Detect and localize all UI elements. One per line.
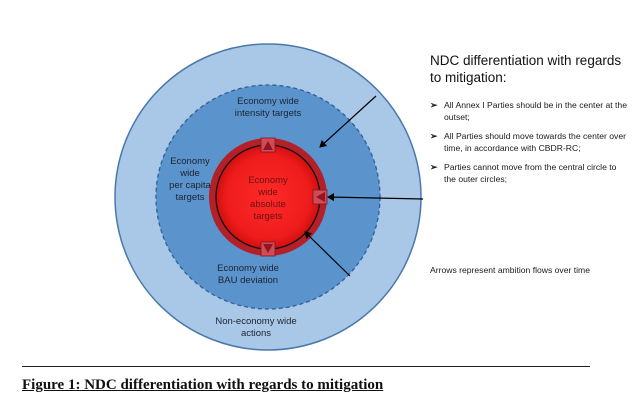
panel-bullet-list: ➢ All Annex I Parties should be in the c…	[430, 100, 630, 185]
panel-title: NDC differentiation with regards to miti…	[430, 53, 622, 85]
pointer-arrow-middle	[327, 193, 424, 202]
bullet-text: All Annex I Parties should be in the cen…	[444, 100, 627, 122]
bullet-text: Parties cannot move from the central cir…	[444, 162, 617, 184]
arrow-bullet-icon: ➢	[430, 131, 438, 141]
pointer-arrow-lower	[304, 231, 351, 277]
list-item: ➢ All Parties should move towards the ce…	[430, 131, 630, 154]
ambition-marker-bottom	[260, 241, 276, 257]
pointer-arrow-upper	[319, 95, 377, 148]
list-item: ➢ Parties cannot move from the central c…	[430, 162, 630, 185]
ambition-marker-right	[312, 189, 328, 205]
bullet-text: All Parties should move towards the cent…	[444, 131, 626, 153]
figure-caption: Figure 1: NDC differentiation with regar…	[22, 377, 384, 393]
list-item: ➢ All Annex I Parties should be in the c…	[430, 100, 630, 123]
side-panel: NDC differentiation with regards to miti…	[430, 52, 630, 193]
caption-divider	[22, 366, 590, 367]
ambition-footnote: Arrows represent ambition flows over tim…	[430, 265, 590, 275]
arrow-bullet-icon: ➢	[430, 100, 438, 110]
ambition-marker-top	[260, 137, 276, 153]
arrow-bullet-icon: ➢	[430, 162, 438, 172]
